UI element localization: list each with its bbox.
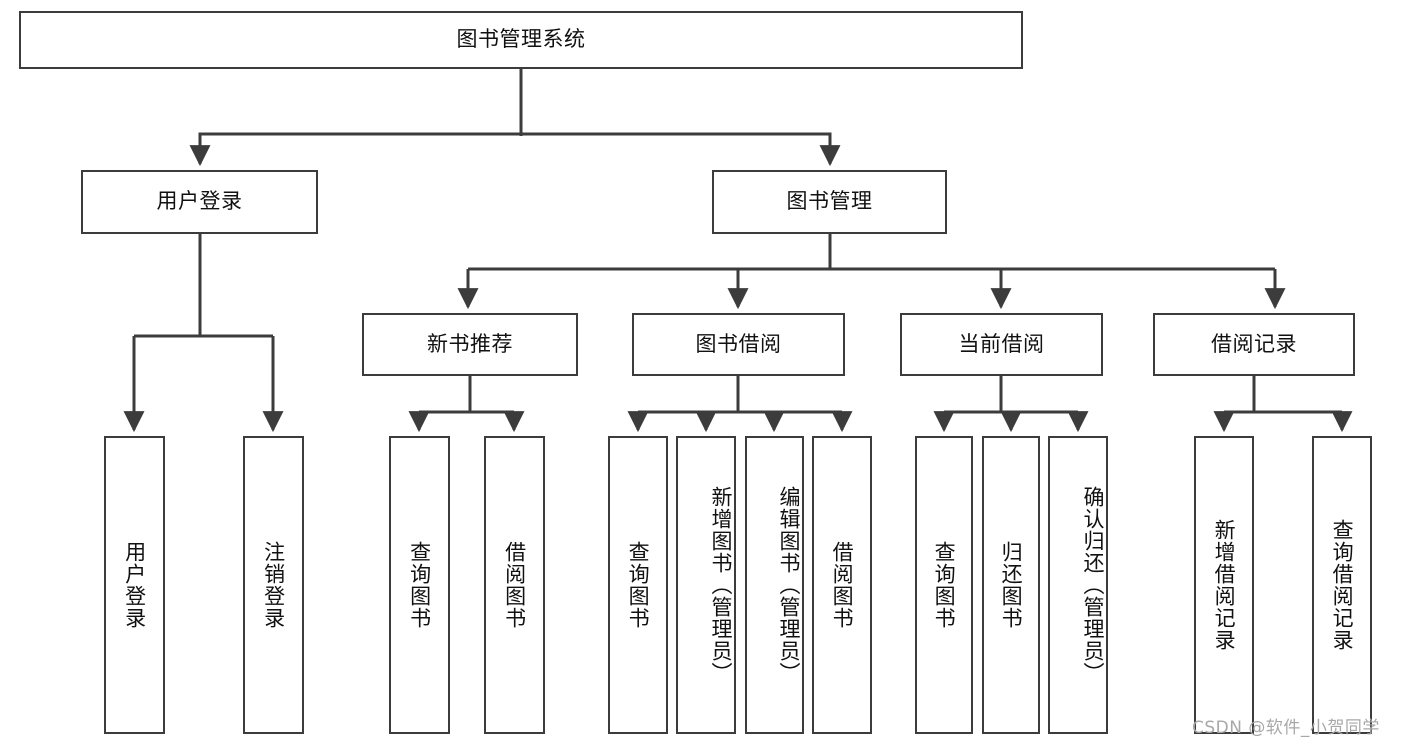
node-book-manage[interactable]: 图书管理	[712, 170, 947, 234]
edge-group-new-book-recommend	[408, 376, 525, 433]
node-leaf-borrow-book-2[interactable]: 借阅图书	[812, 436, 872, 734]
node-borrow-record[interactable]: 借阅记录	[1153, 313, 1355, 376]
node-current-borrow[interactable]: 当前借阅	[900, 313, 1103, 376]
node-leaf-query-book-2-label: 查询图书	[626, 541, 651, 629]
node-leaf-logout[interactable]: 注销登录	[243, 436, 304, 734]
node-leaf-edit-book[interactable]: 编辑图书（管理员）	[745, 436, 804, 734]
node-leaf-return-book[interactable]: 归还图书	[982, 436, 1040, 734]
node-new-book-recommend-label: 新书推荐	[427, 331, 513, 356]
edge-root-to-book-manage	[521, 132, 841, 167]
edge-group-root	[189, 69, 841, 167]
edge-root-to-user-login	[189, 69, 523, 167]
node-root-label: 图书管理系统	[456, 27, 586, 52]
node-leaf-query-record-label: 查询借阅记录	[1330, 519, 1355, 651]
edge-group-book-manage	[457, 234, 1286, 310]
node-leaf-logout-label: 注销登录	[261, 541, 286, 629]
node-new-book-recommend[interactable]: 新书推荐	[362, 313, 578, 376]
edge-group-borrow-record	[1213, 376, 1353, 433]
node-leaf-user-login-label: 用户登录	[122, 541, 147, 629]
node-leaf-confirm-return-label: 确认归还（管理员）	[1081, 486, 1105, 684]
node-book-borrow[interactable]: 图书借阅	[632, 313, 845, 376]
node-book-manage-label: 图书管理	[786, 189, 873, 214]
edge-group-book-borrow	[627, 376, 853, 433]
edge-group-user-login	[123, 234, 284, 433]
node-leaf-add-book[interactable]: 新增图书（管理员）	[676, 436, 736, 734]
node-root[interactable]: 图书管理系统	[19, 11, 1023, 69]
csdn-watermark: CSDN @软件_小贺同学	[1192, 718, 1380, 738]
node-current-borrow-label: 当前借阅	[958, 331, 1045, 356]
node-leaf-query-book-1[interactable]: 查询图书	[389, 436, 450, 734]
node-user-login-label: 用户登录	[156, 189, 243, 214]
node-leaf-confirm-return[interactable]: 确认归还（管理员）	[1048, 436, 1108, 734]
node-leaf-query-book-1-label: 查询图书	[407, 541, 432, 629]
edge-group-current-borrow	[933, 376, 1089, 433]
node-leaf-borrow-book-2-label: 借阅图书	[830, 541, 855, 629]
node-user-login[interactable]: 用户登录	[81, 170, 318, 234]
node-leaf-query-book-2[interactable]: 查询图书	[608, 436, 668, 734]
node-leaf-query-record[interactable]: 查询借阅记录	[1312, 436, 1372, 734]
node-leaf-add-record[interactable]: 新增借阅记录	[1194, 436, 1254, 734]
node-leaf-add-record-label: 新增借阅记录	[1212, 519, 1237, 651]
node-leaf-borrow-book-1[interactable]: 借阅图书	[484, 436, 545, 734]
node-book-borrow-label: 图书借阅	[695, 331, 782, 356]
node-leaf-user-login[interactable]: 用户登录	[104, 436, 165, 734]
node-leaf-query-book-3-label: 查询图书	[932, 541, 957, 629]
node-borrow-record-label: 借阅记录	[1211, 331, 1297, 356]
node-leaf-add-book-label: 新增图书（管理员）	[709, 486, 733, 684]
node-leaf-edit-book-label: 编辑图书（管理员）	[777, 486, 801, 684]
node-leaf-return-book-label: 归还图书	[999, 541, 1024, 629]
edge-root-trunk	[200, 69, 830, 136]
node-leaf-query-book-3[interactable]: 查询图书	[915, 436, 973, 734]
node-leaf-borrow-book-1-label: 借阅图书	[502, 541, 527, 629]
